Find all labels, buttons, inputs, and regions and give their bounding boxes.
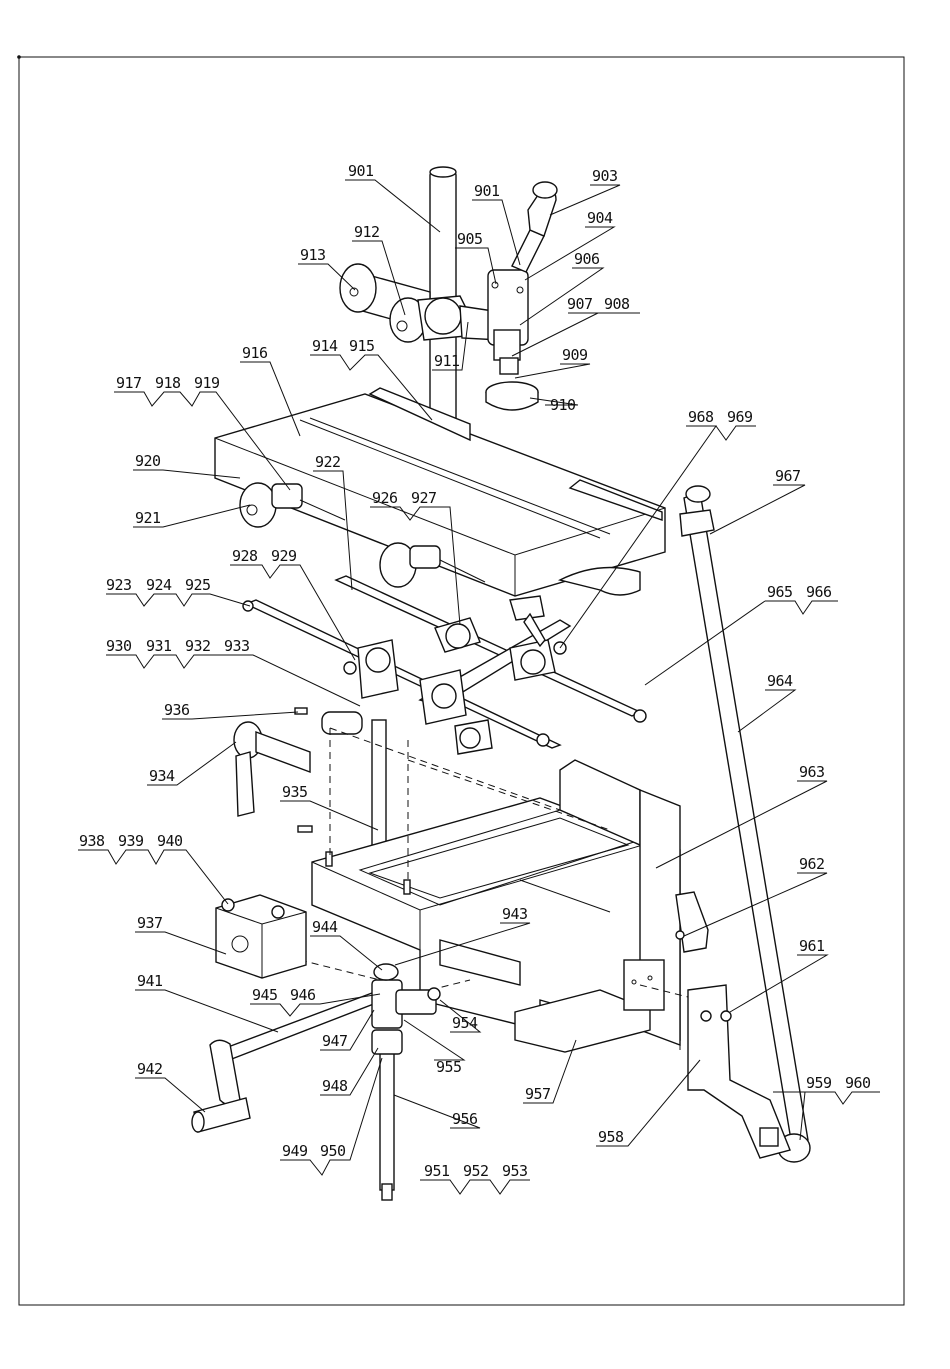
label-959: 959 (806, 1074, 832, 1092)
label-938: 938 (79, 832, 105, 850)
label-952: 952 (463, 1162, 489, 1180)
label-962: 962 (799, 855, 825, 873)
label-931: 931 (146, 637, 172, 655)
label-946: 946 (290, 986, 316, 1004)
label-956: 956 (452, 1110, 478, 1128)
label-949: 949 (282, 1142, 308, 1160)
label-969: 969 (727, 408, 753, 426)
label-935: 935 (282, 783, 308, 801)
label-942: 942 (137, 1060, 163, 1078)
crank-assembly (192, 990, 384, 1132)
label-916: 916 (242, 344, 268, 362)
label-948: 948 (322, 1077, 348, 1095)
label-957: 957 (525, 1085, 551, 1103)
label-945: 945 (252, 986, 278, 1004)
label-954: 954 (452, 1014, 478, 1032)
label-911: 911 (434, 352, 460, 370)
label-961: 961 (799, 937, 825, 955)
label-941: 941 (137, 972, 163, 990)
lever-934 (234, 722, 310, 816)
label-967: 967 (775, 467, 801, 485)
label-934: 934 (149, 767, 175, 785)
label-923: 923 (106, 576, 132, 594)
label-947: 947 (322, 1032, 348, 1050)
label-928: 928 (232, 547, 258, 565)
block-937 (216, 895, 306, 978)
label-918: 918 (155, 374, 181, 392)
label-960: 960 (845, 1074, 871, 1092)
label-927: 927 (411, 489, 437, 507)
label-925: 925 (185, 576, 211, 594)
label-966: 966 (806, 583, 832, 601)
label-936: 936 (164, 701, 190, 719)
label-905: 905 (457, 230, 483, 248)
label-904: 904 (587, 209, 613, 227)
label-914: 914 (312, 337, 338, 355)
head-assembly (340, 167, 557, 422)
corner-mark (17, 55, 21, 59)
label-944: 944 (312, 918, 338, 936)
label-901-handle: 901 (474, 182, 500, 200)
label-943: 943 (502, 905, 528, 923)
label-963: 963 (799, 763, 825, 781)
label-919: 919 (194, 374, 220, 392)
label-964: 964 (767, 672, 793, 690)
label-965: 965 (767, 583, 793, 601)
label-930: 930 (106, 637, 132, 655)
label-929: 929 (271, 547, 297, 565)
label-932: 932 (185, 637, 211, 655)
label-901-top: 901 (348, 162, 374, 180)
label-921: 921 (135, 509, 161, 527)
label-951: 951 (424, 1162, 450, 1180)
label-917: 917 (116, 374, 142, 392)
label-939: 939 (118, 832, 144, 850)
label-920: 920 (135, 452, 161, 470)
label-915: 915 (349, 337, 375, 355)
label-950: 950 (320, 1142, 346, 1160)
label-910: 910 (550, 396, 576, 414)
label-958: 958 (598, 1128, 624, 1146)
label-909: 909 (562, 346, 588, 364)
label-953: 953 (502, 1162, 528, 1180)
label-922: 922 (315, 453, 341, 471)
label-933: 933 (224, 637, 250, 655)
label-908: 908 (604, 295, 630, 313)
label-913: 913 (300, 246, 326, 264)
label-906: 906 (574, 250, 600, 268)
label-924: 924 (146, 576, 172, 594)
label-926: 926 (372, 489, 398, 507)
label-937: 937 (137, 914, 163, 932)
label-955: 955 (436, 1058, 462, 1076)
label-903: 903 (592, 167, 618, 185)
label-968: 968 (688, 408, 714, 426)
label-907: 907 (567, 295, 593, 313)
label-912: 912 (354, 223, 380, 241)
label-940: 940 (157, 832, 183, 850)
